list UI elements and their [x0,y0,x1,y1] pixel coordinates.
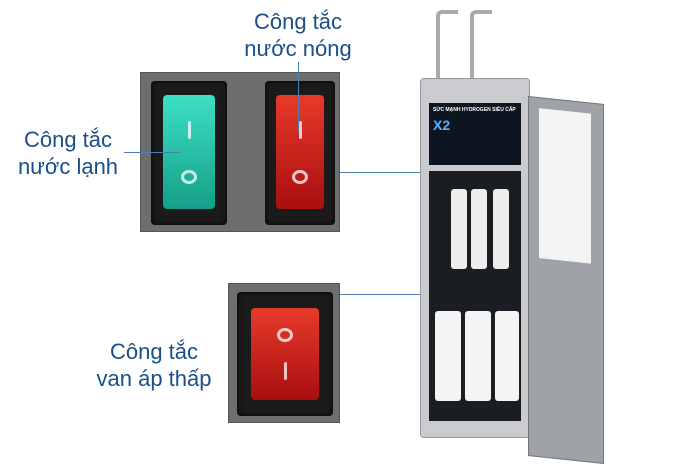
on-mark-icon [283,362,287,380]
filter-cartridge [495,311,519,401]
bottom-panel-connector [340,294,440,295]
switch-panel-top [140,72,340,232]
switch-panel-bottom [228,283,340,423]
cabinet-body: SỨC MẠNH HYDROGEN SIÊU CẤP X2 [420,78,530,438]
label-line: nước nóng [244,36,352,61]
label-line: Công tắc [253,9,343,34]
off-mark-icon [292,169,308,184]
off-mark-icon [181,169,197,184]
label-line: Công tắc [23,127,113,152]
hot-switch-label: Công tắc nước nóng [228,8,368,62]
cold-leader-line [124,152,180,153]
top-panel-connector [340,172,432,173]
filter-cartridge [435,311,461,401]
water-purifier: SỨC MẠNH HYDROGEN SIÊU CẤP X2 [420,6,610,464]
control-display: SỨC MẠNH HYDROGEN SIÊU CẤP X2 [429,103,521,165]
x2-badge: X2 [433,117,451,133]
filter-cartridge [471,189,487,269]
label-line: nước lạnh [17,154,119,179]
label-line: van áp thấp [96,366,212,391]
filter-cartridge [465,311,491,401]
faucet-icon [470,10,492,90]
lowpressure-switch-bezel [237,292,333,416]
hot-switch-bezel [265,81,335,225]
lowpressure-switch-label: Công tắc van áp thấp [84,338,224,392]
instruction-sheet [539,108,591,264]
label-line: Công tắc [109,339,199,364]
off-mark-icon [277,328,293,342]
faucet-icon [436,10,458,90]
on-mark-icon [298,120,302,139]
hot-leader-line [298,62,299,132]
hot-water-switch[interactable] [276,95,324,209]
filter-compartment [429,171,521,421]
filter-cartridge [493,189,509,269]
on-mark-icon [187,120,191,139]
cabinet-door[interactable] [528,96,604,464]
filter-cartridge [451,189,467,269]
cold-switch-label: Công tắc nước lạnh [8,126,128,180]
low-pressure-switch[interactable] [251,308,319,400]
cold-switch-bezel [151,81,227,225]
banner-text: SỨC MẠNH HYDROGEN SIÊU CẤP [433,107,516,113]
